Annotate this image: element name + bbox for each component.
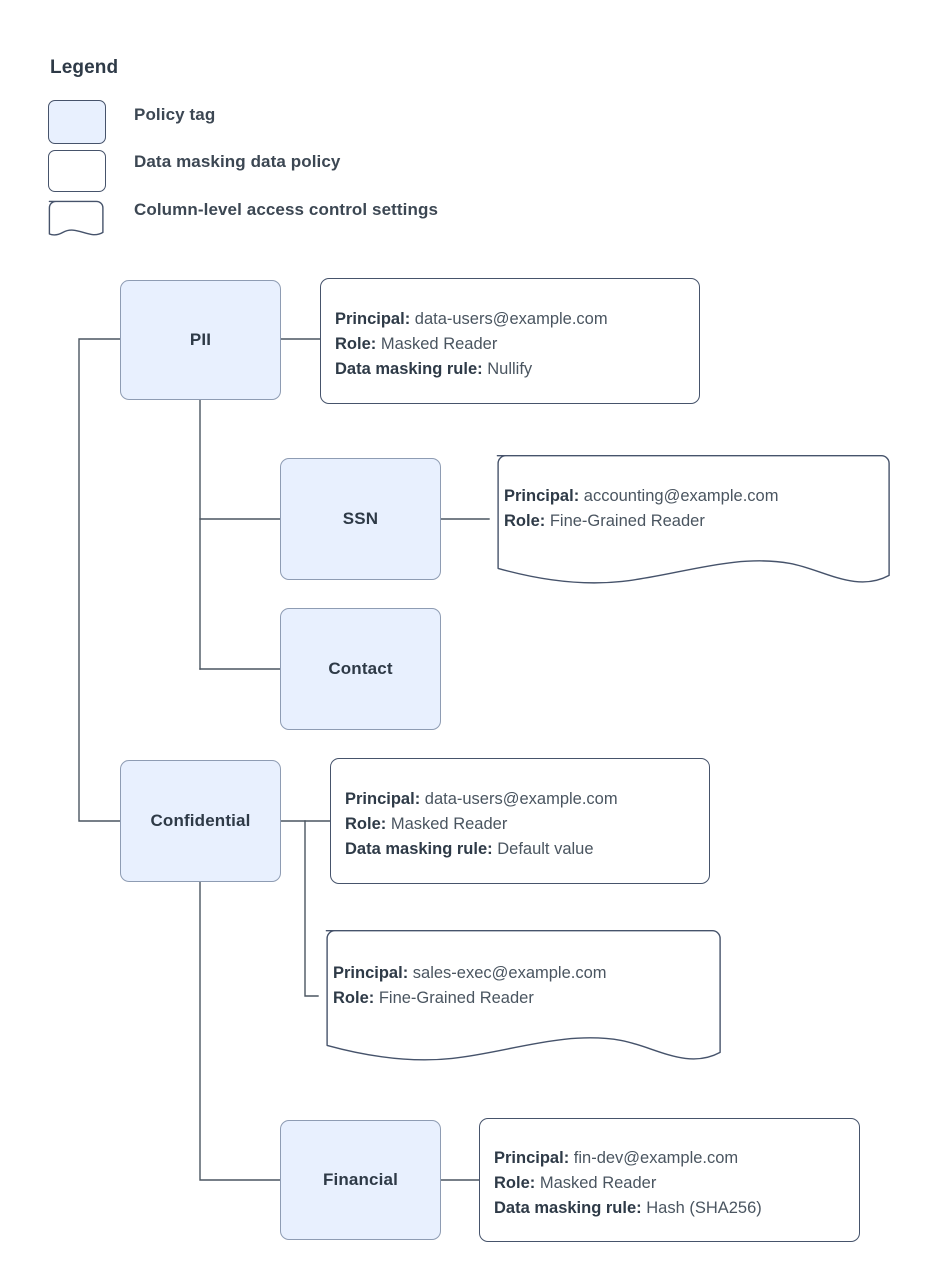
data-masking-policy-box-pii[interactable]: Principal: data-users@example.com Role: … (320, 278, 700, 404)
data-masking-policy-box-confidential[interactable]: Principal: data-users@example.com Role: … (330, 758, 710, 884)
access-control-text-ssn: Principal: accounting@example.com Role: … (504, 484, 880, 534)
access-control-box-ssn[interactable]: Principal: accounting@example.com Role: … (489, 455, 890, 585)
access-control-box-confidential[interactable]: Principal: sales-exec@example.com Role: … (318, 929, 721, 1062)
masking-rule-label-financial: Data masking rule: (494, 1199, 642, 1217)
policy-tag-swatch (48, 100, 106, 144)
masking-rule-label-pii: Data masking rule: (335, 360, 483, 378)
policy-tag-node-confidential[interactable]: Confidential (120, 760, 281, 882)
connector-root-spine (78, 338, 121, 822)
policy-tag-node-contact[interactable]: Contact (280, 608, 441, 730)
role-value-financial: Masked Reader (535, 1174, 657, 1192)
principal-label-sales-exec: Principal: (333, 964, 409, 982)
legend-label-policy-tag: Policy tag (134, 105, 216, 124)
principal-value-sales-exec: sales-exec@example.com (408, 964, 607, 982)
role-label-ssn: Role: (504, 512, 546, 530)
connector-confidential-to-access-policy (304, 820, 319, 997)
role-value-confidential: Masked Reader (386, 815, 508, 833)
policy-tag-node-pii[interactable]: PII (120, 280, 281, 400)
role-value-ssn: Fine-Grained Reader (545, 512, 705, 530)
role-label-pii: Role: (335, 335, 377, 353)
masking-rule-value-pii: Nullify (482, 360, 533, 378)
legend-item-policy-tag: Policy tag (134, 105, 215, 125)
role-label-financial: Role: (494, 1174, 536, 1192)
legend-title: Legend (50, 57, 119, 78)
legend-label-data-masking-policy: Data masking data policy (134, 152, 341, 171)
principal-label-ssn: Principal: (504, 487, 580, 505)
data-masking-policy-text-confidential: Principal: data-users@example.com Role: … (345, 787, 699, 862)
access-control-shape-ssn (496, 455, 890, 584)
role-label-confidential: Role: (345, 815, 387, 833)
data-masking-policy-text-pii: Principal: data-users@example.com Role: … (335, 307, 689, 382)
data-masking-policy-text-financial: Principal: fin-dev@example.com Role: Mas… (494, 1146, 849, 1221)
role-label-sales-exec: Role: (333, 989, 375, 1007)
data-masking-policy-swatch (48, 150, 106, 192)
masking-rule-label-confidential: Data masking rule: (345, 840, 493, 858)
masking-rule-value-confidential: Default value (492, 840, 594, 858)
policy-tag-label-contact: Contact (328, 659, 393, 678)
policy-tag-node-ssn[interactable]: SSN (280, 458, 441, 580)
connector-confidential-to-financial (199, 881, 281, 1181)
policy-tag-label-pii: PII (189, 330, 212, 349)
legend-item-data-masking-policy: Data masking data policy (134, 152, 340, 172)
legend-item-column-level-access-control: Column-level access control settings (134, 200, 438, 220)
policy-tag-label-ssn: SSN (342, 509, 379, 528)
policy-tag-node-financial[interactable]: Financial (280, 1120, 441, 1240)
principal-value-ssn: accounting@example.com (579, 487, 779, 505)
principal-label-financial: Principal: (494, 1149, 570, 1167)
role-value-sales-exec: Fine-Grained Reader (374, 989, 534, 1007)
access-control-shape-confidential (325, 929, 721, 1061)
principal-label-confidential: Principal: (345, 790, 421, 808)
column-level-access-control-swatch (48, 200, 104, 236)
principal-value-pii: data-users@example.com (410, 310, 608, 328)
access-control-text-confidential: Principal: sales-exec@example.com Role: … (333, 961, 711, 1011)
principal-value-confidential: data-users@example.com (420, 790, 618, 808)
legend-label-column-level-access-control: Column-level access control settings (134, 200, 439, 219)
role-value-pii: Masked Reader (376, 335, 498, 353)
data-masking-policy-box-financial[interactable]: Principal: fin-dev@example.com Role: Mas… (479, 1118, 860, 1242)
policy-tag-label-financial: Financial (322, 1170, 399, 1189)
principal-value-financial: fin-dev@example.com (569, 1149, 739, 1167)
principal-label-pii: Principal: (335, 310, 411, 328)
masking-rule-value-financial: Hash (SHA256) (641, 1199, 762, 1217)
policy-tag-label-confidential: Confidential (150, 811, 251, 830)
